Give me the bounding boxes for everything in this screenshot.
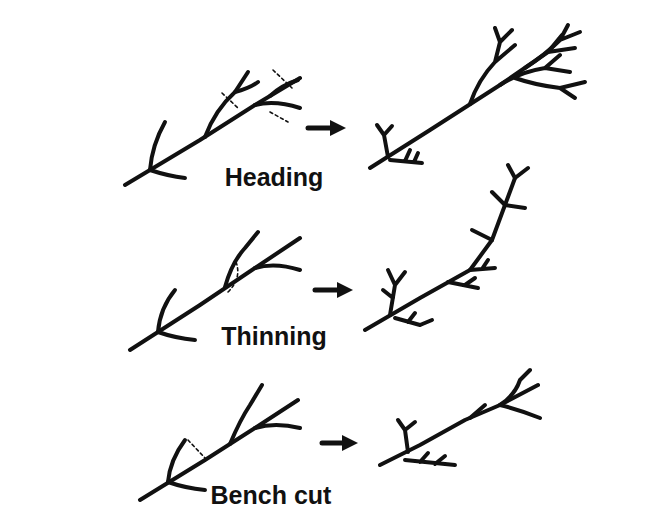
branch-after-heading <box>370 25 585 168</box>
branch-after-bench-cut <box>380 370 540 465</box>
branch-after-thinning <box>365 165 528 330</box>
cut-mark <box>188 440 205 458</box>
cut-type-label: Heading <box>225 165 324 190</box>
cut-type-label: Thinning <box>221 324 327 349</box>
cut-mark <box>228 262 238 292</box>
cut-mark <box>222 70 292 122</box>
cut-type-label: Bench cut <box>211 483 332 508</box>
